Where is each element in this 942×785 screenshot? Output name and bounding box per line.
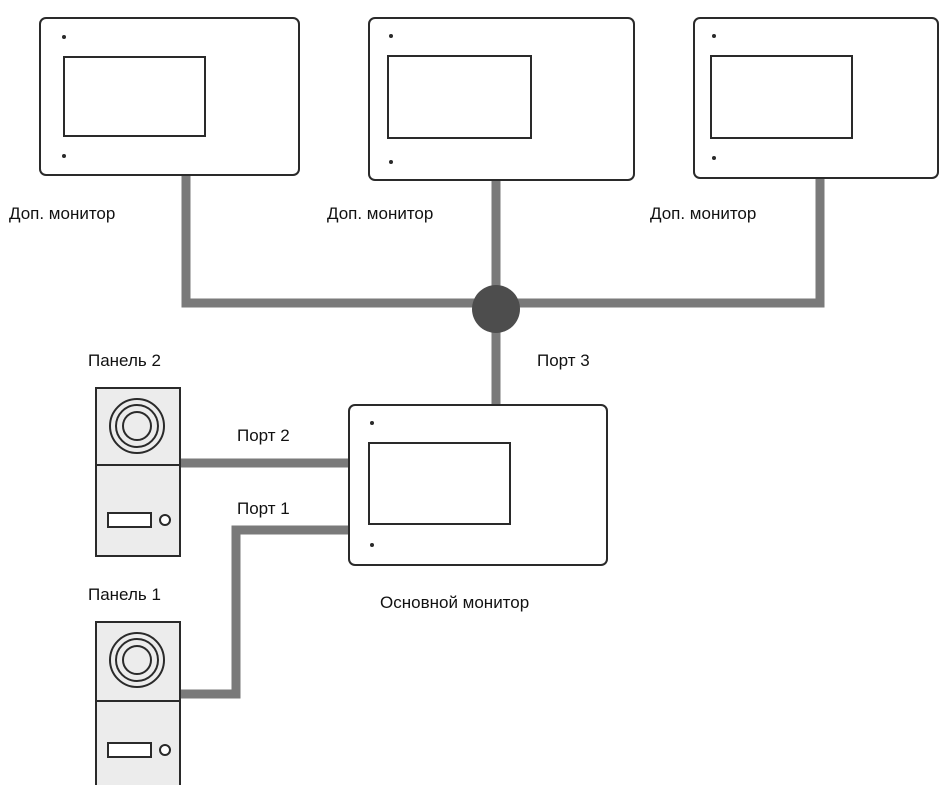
camera-lens-outer	[109, 398, 165, 454]
monitor-led-bottom	[389, 160, 393, 164]
aux-monitor-left	[39, 17, 300, 176]
door-panel-1	[95, 621, 181, 785]
aux-monitor-right	[693, 17, 939, 179]
port-1-label: Порт 1	[237, 499, 290, 518]
monitor-led-top	[370, 421, 374, 425]
main-monitor-label: Основной монитор	[380, 593, 530, 612]
door-panel-icon	[95, 387, 181, 557]
camera-lens-inner	[122, 645, 152, 675]
camera-lens-middle	[115, 404, 159, 448]
wire-port-1	[180, 525, 350, 699]
aux-monitor-right-label: Доп. монитор	[650, 204, 757, 223]
monitor-screen	[368, 442, 511, 525]
camera-lens-inner	[122, 411, 152, 441]
monitor-screen	[710, 55, 853, 139]
camera-lens-outer	[109, 632, 165, 688]
port-3-label: Порт 3	[537, 351, 590, 370]
aux-monitor-center	[368, 17, 635, 181]
aux-monitor-center-label: Доп. монитор	[327, 204, 434, 223]
wire-aux-right	[496, 178, 825, 308]
monitor-led-bottom	[62, 154, 66, 158]
main-monitor	[348, 404, 608, 566]
monitor-led-top	[389, 34, 393, 38]
indicator-led-icon	[159, 514, 171, 526]
monitor-led-bottom	[370, 543, 374, 547]
junction-node-icon	[472, 285, 520, 333]
monitor-led-bottom	[712, 156, 716, 160]
monitor-screen	[387, 55, 532, 139]
call-button-icon	[107, 512, 152, 528]
aux-monitor-left-label: Доп. монитор	[9, 204, 116, 223]
indicator-led-icon	[159, 744, 171, 756]
port-2-label: Порт 2	[237, 426, 290, 445]
call-button-icon	[107, 742, 152, 758]
camera-lens-middle	[115, 638, 159, 682]
panel-2-label: Панель 2	[88, 351, 161, 370]
monitor-screen	[63, 56, 206, 137]
door-panel-2	[95, 387, 181, 557]
monitor-led-top	[62, 35, 66, 39]
wire-aux-left	[181, 176, 496, 308]
monitor-led-top	[712, 34, 716, 38]
panel-1-label: Панель 1	[88, 585, 161, 604]
